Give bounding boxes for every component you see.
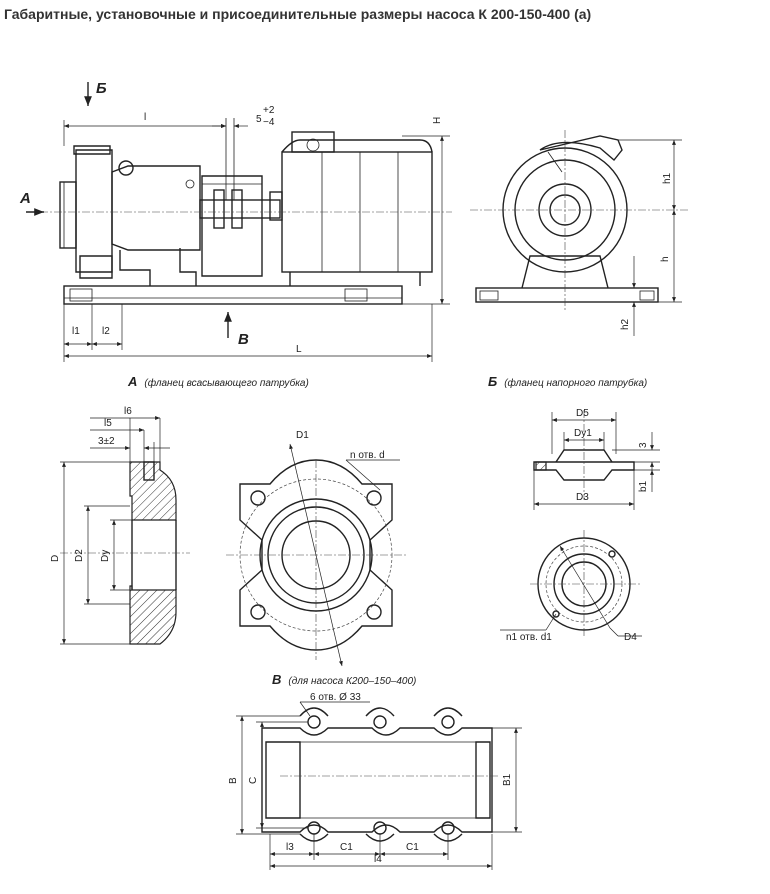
dim-l3-label: l3	[286, 842, 294, 853]
dim-D-label: D	[50, 555, 61, 562]
dim-gap-sup: +2	[263, 105, 275, 116]
dim-D5-label: D5	[576, 408, 589, 419]
dim-D2-label: D2	[74, 549, 85, 562]
dim-l6-label: l6	[124, 406, 132, 417]
dim-L-label: L	[296, 344, 302, 355]
caption-a: А (фланец всасывающего патрубка)	[127, 373, 309, 390]
discharge-flange: D4 n1 отв. d1	[500, 530, 642, 643]
dim-Dy1-label: Dy1	[574, 428, 592, 439]
dim-B-label: B	[228, 777, 239, 784]
dim-h-label: h	[660, 256, 671, 262]
dim-Dy-label: Dy	[100, 550, 111, 562]
suction-flange: D1 n отв. d	[226, 430, 406, 667]
dim-b1-label: b1	[638, 480, 649, 492]
dim-gap-label: 5	[256, 114, 262, 125]
dim-l1-label: l1	[72, 326, 80, 337]
dim-h1-label: h1	[662, 172, 673, 184]
dim-B1-label: B1	[502, 773, 513, 786]
dim-H-label: H	[432, 117, 443, 124]
dim-gap-sub: −4	[263, 117, 275, 128]
dim-l2-label: l2	[102, 326, 110, 337]
dim-3-discharge-label: 3	[638, 442, 649, 448]
dim-C1-left-label: C1	[340, 842, 353, 853]
dim-C1-right-label: C1	[406, 842, 419, 853]
dim-3-label: 3±2	[98, 436, 115, 447]
page-title: Габаритные, установочные и присоединител…	[4, 6, 592, 22]
dim-D1-label: D1	[296, 430, 309, 441]
base-holes-label: 6 отв. Ø 33	[310, 692, 361, 703]
dim-D3-label: D3	[576, 492, 589, 503]
dim-C-label: C	[248, 777, 259, 784]
dim-l4-label: l4	[374, 854, 382, 865]
view-v-label: В	[238, 331, 249, 348]
front-view: h1 h h2	[470, 130, 690, 336]
dim-l-label: l	[144, 112, 146, 123]
dim-h2-label: h2	[620, 318, 631, 330]
suction-section: l6 l5 3±2 D D2 Dy	[50, 406, 190, 645]
discharge-holes-label: n1 отв. d1	[506, 632, 552, 643]
base-plan: 6 отв. Ø 33 B C B1 l3 C1 C1 l4	[228, 692, 522, 870]
dim-l5-label: l5	[104, 418, 112, 429]
caption-b: Б (фланец напорного патрубка)	[488, 373, 647, 390]
suction-holes-label: n отв. d	[350, 450, 385, 461]
caption-v: В (для насоса К200–150–400)	[272, 671, 416, 688]
side-view: А Б В l 5 +2 −4 H l1 l2 L	[19, 80, 452, 362]
dim-D4-label: D4	[624, 632, 637, 643]
view-a-label: А	[19, 190, 31, 207]
discharge-section: D5 Dy1 D3 3 b1	[533, 408, 660, 510]
view-b-label: Б	[96, 80, 107, 97]
